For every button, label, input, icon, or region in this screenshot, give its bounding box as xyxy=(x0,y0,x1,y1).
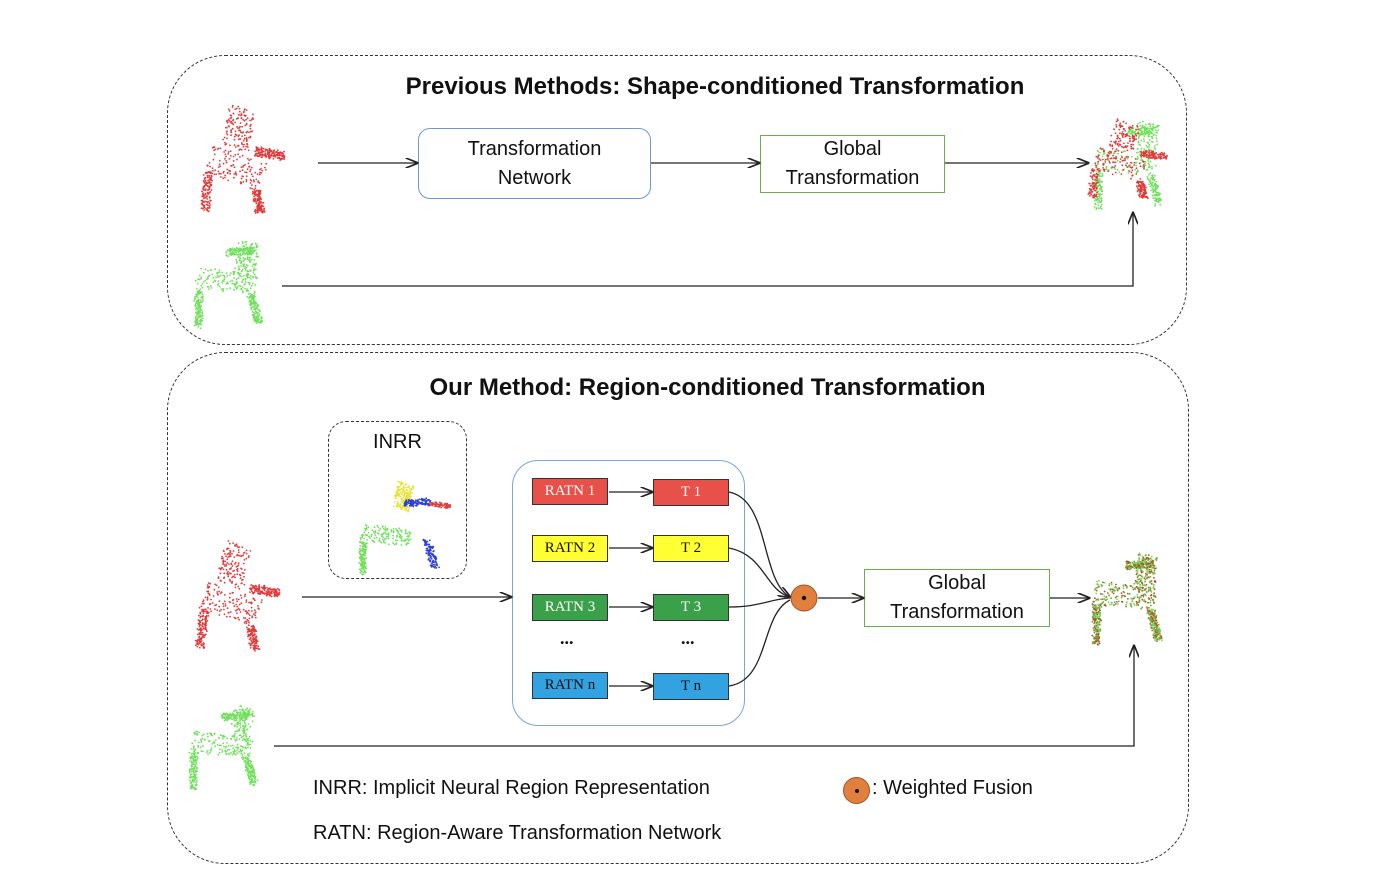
legend-ratn: RATN: Region-Aware Transformation Networ… xyxy=(313,822,722,844)
ratn-1-box: RATN 1 xyxy=(532,478,608,505)
transformation-network-box: Transformation Network xyxy=(418,128,651,199)
inrr-box xyxy=(328,421,467,579)
t-1-box: T 1 xyxy=(653,479,729,506)
arrow-icon xyxy=(728,599,791,687)
legend-fusion: : Weighted Fusion xyxy=(872,777,1033,799)
point-cloud-chair-icon xyxy=(403,497,440,569)
arrow-icon xyxy=(728,491,790,597)
point-cloud-chair-icon xyxy=(193,240,264,330)
ratn-ellipsis: ... xyxy=(560,628,574,648)
ratn-2-box: RATN 2 xyxy=(532,535,608,562)
point-cloud-chair-icon xyxy=(393,480,415,513)
t-n-box: T n xyxy=(653,673,729,700)
ratn-container xyxy=(512,460,745,726)
arrow-icon xyxy=(282,213,1133,287)
point-cloud-chair-icon xyxy=(429,501,452,509)
ratn-n-box: RATN n xyxy=(532,672,608,699)
arrow-icon xyxy=(274,646,1134,747)
point-cloud-chair-icon xyxy=(200,104,286,214)
ratn-3-box: RATN 3 xyxy=(532,594,608,621)
previous-methods-panel xyxy=(167,55,1187,345)
legend-inrr: INRR: Implicit Neural Region Representat… xyxy=(313,777,710,799)
previous-methods-title: Previous Methods: Shape-conditioned Tran… xyxy=(405,73,1025,100)
point-cloud-chair-icon xyxy=(194,540,281,652)
t-ellipsis: ... xyxy=(681,628,695,648)
weighted-fusion-icon xyxy=(843,777,870,804)
our-method-title: Our Method: Region-conditioned Transform… xyxy=(429,374,986,401)
global-transformation-box-bottom: Global Transformation xyxy=(864,569,1050,627)
global-transformation-box-top: Global Transformation xyxy=(760,135,945,193)
arrow-icon xyxy=(728,597,791,608)
point-cloud-chair-icon xyxy=(358,524,412,576)
t-2-box: T 2 xyxy=(653,535,729,562)
arrow-icon xyxy=(728,547,791,598)
point-cloud-chair-icon xyxy=(1087,118,1168,200)
inrr-label: INRR xyxy=(373,431,422,453)
our-method-panel xyxy=(167,352,1189,864)
point-cloud-chair-icon xyxy=(1091,552,1163,646)
t-3-box: T 3 xyxy=(653,594,729,621)
point-cloud-chair-icon xyxy=(188,705,259,791)
